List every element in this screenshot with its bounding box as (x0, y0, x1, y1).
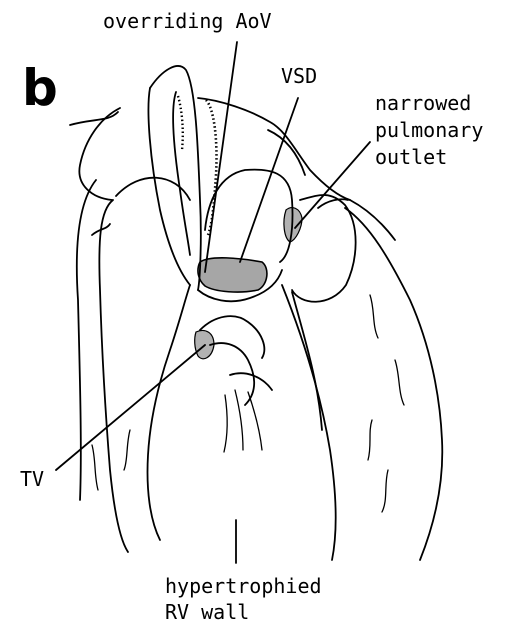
panel-letter: b (22, 59, 58, 117)
label-overriding-aov: overriding AoV (103, 9, 272, 33)
label-tv: TV (20, 467, 44, 491)
label-hypertrophied: hypertrophied (165, 574, 322, 598)
label-outlet: outlet (375, 145, 447, 169)
label-narrowed: narrowed (375, 91, 471, 115)
leader-overriding-aov (205, 42, 237, 272)
leader-tv (56, 345, 205, 470)
label-rv-wall: RV wall (165, 600, 249, 624)
leader-narrowed-outlet (295, 142, 370, 228)
label-pulmonary: pulmonary (375, 118, 483, 142)
label-vsd: VSD (281, 64, 317, 88)
